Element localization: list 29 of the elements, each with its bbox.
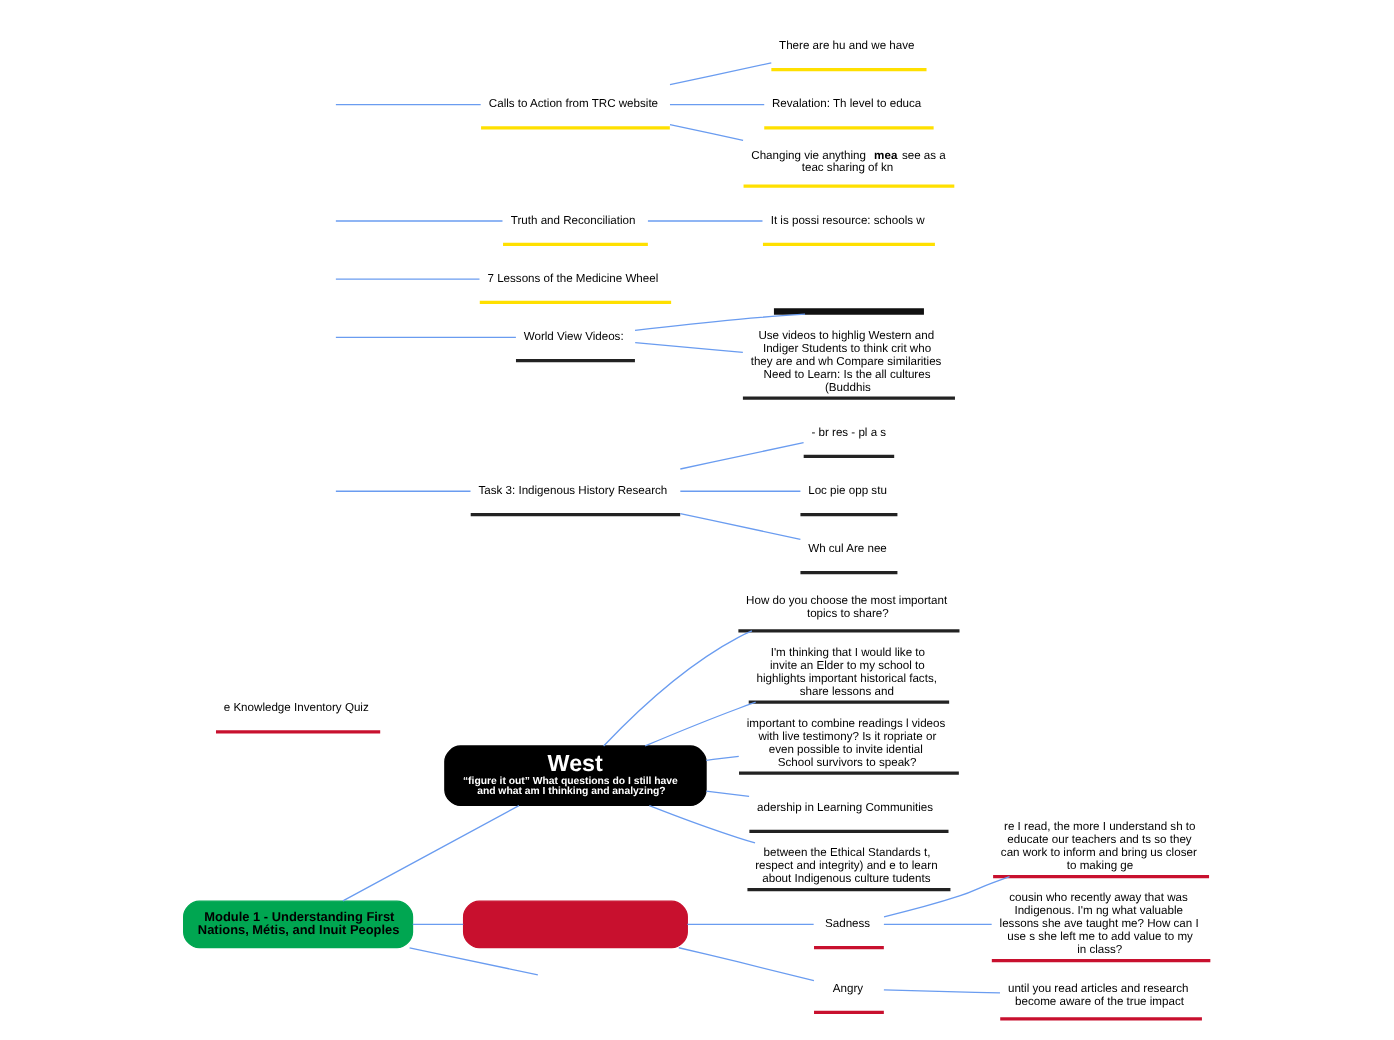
- connector: [412, 922, 464, 925]
- connector: [669, 61, 772, 85]
- connector: [644, 700, 757, 746]
- connector: [603, 629, 753, 746]
- connector: [648, 803, 756, 843]
- connector: [634, 341, 744, 353]
- connector: [705, 754, 740, 760]
- connector: [647, 219, 764, 221]
- connector: [883, 875, 1011, 917]
- connector: [335, 489, 472, 491]
- node-bar: [773, 307, 924, 314]
- connector: [669, 103, 765, 105]
- node-box: [462, 899, 688, 948]
- connector: [335, 103, 482, 105]
- connector: [335, 219, 504, 221]
- connector: [335, 335, 517, 338]
- connector: [342, 803, 520, 901]
- connector: [679, 489, 802, 491]
- connector: [408, 946, 539, 975]
- connector: [679, 511, 802, 539]
- connector: [883, 922, 993, 925]
- connector: [634, 312, 806, 330]
- connector: [686, 922, 815, 925]
- connector: [705, 789, 750, 796]
- connector: [669, 123, 744, 140]
- connector: [335, 277, 481, 279]
- connector: [678, 946, 815, 981]
- connector: [679, 440, 805, 469]
- connector: [883, 988, 1001, 993]
